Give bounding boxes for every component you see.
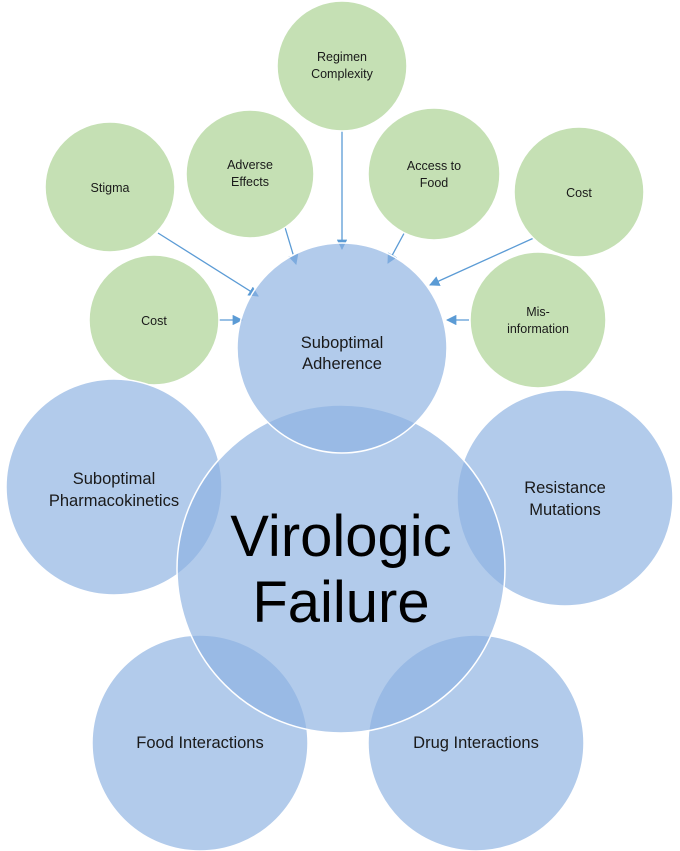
green-node-stigma: Stigma bbox=[44, 121, 176, 253]
green-node-misinformation: Mis- information bbox=[469, 251, 607, 389]
green-node-cost-right: Cost bbox=[513, 126, 645, 258]
drug-interactions-label: Drug Interactions bbox=[413, 734, 539, 752]
pharmacokinetics-line2: Pharmacokinetics bbox=[49, 492, 179, 510]
virologic-failure-line1: Virologic bbox=[230, 504, 451, 569]
resistance-line1: Resistance bbox=[524, 479, 606, 497]
adverse-effects-line1: Adverse bbox=[227, 158, 273, 172]
regimen-complexity-line2: Complexity bbox=[311, 67, 374, 81]
green-node-adverse-effects: Adverse Effects bbox=[185, 109, 315, 239]
food-interactions-label: Food Interactions bbox=[136, 734, 264, 752]
arrow-stigma bbox=[157, 232, 259, 297]
green-node-regimen-complexity: Regimen Complexity bbox=[276, 0, 408, 132]
adverse-effects-line2: Effects bbox=[231, 175, 269, 189]
adherence-line2: Adherence bbox=[302, 355, 382, 373]
virologic-failure-line2: Failure bbox=[252, 570, 429, 635]
pharmacokinetics-line1: Suboptimal bbox=[73, 470, 156, 488]
cost-left-label: Cost bbox=[141, 314, 167, 328]
regimen-complexity-line1: Regimen bbox=[317, 50, 367, 64]
resistance-line2: Mutations bbox=[529, 501, 601, 519]
adherence-circle bbox=[236, 242, 448, 454]
stigma-label: Stigma bbox=[91, 181, 130, 195]
access-to-food-line1: Access to bbox=[407, 159, 461, 173]
green-node-cost-left: Cost bbox=[88, 254, 220, 386]
green-node-access-to-food: Access to Food bbox=[367, 107, 501, 241]
adherence-line1: Suboptimal bbox=[301, 334, 384, 352]
virologic-failure-circle bbox=[176, 404, 506, 734]
cost-right-label: Cost bbox=[566, 186, 592, 200]
arrow-cost-right bbox=[429, 236, 537, 286]
misinformation-line1: Mis- bbox=[526, 305, 550, 319]
access-to-food-line2: Food bbox=[420, 176, 449, 190]
misinformation-line2: information bbox=[507, 322, 569, 336]
